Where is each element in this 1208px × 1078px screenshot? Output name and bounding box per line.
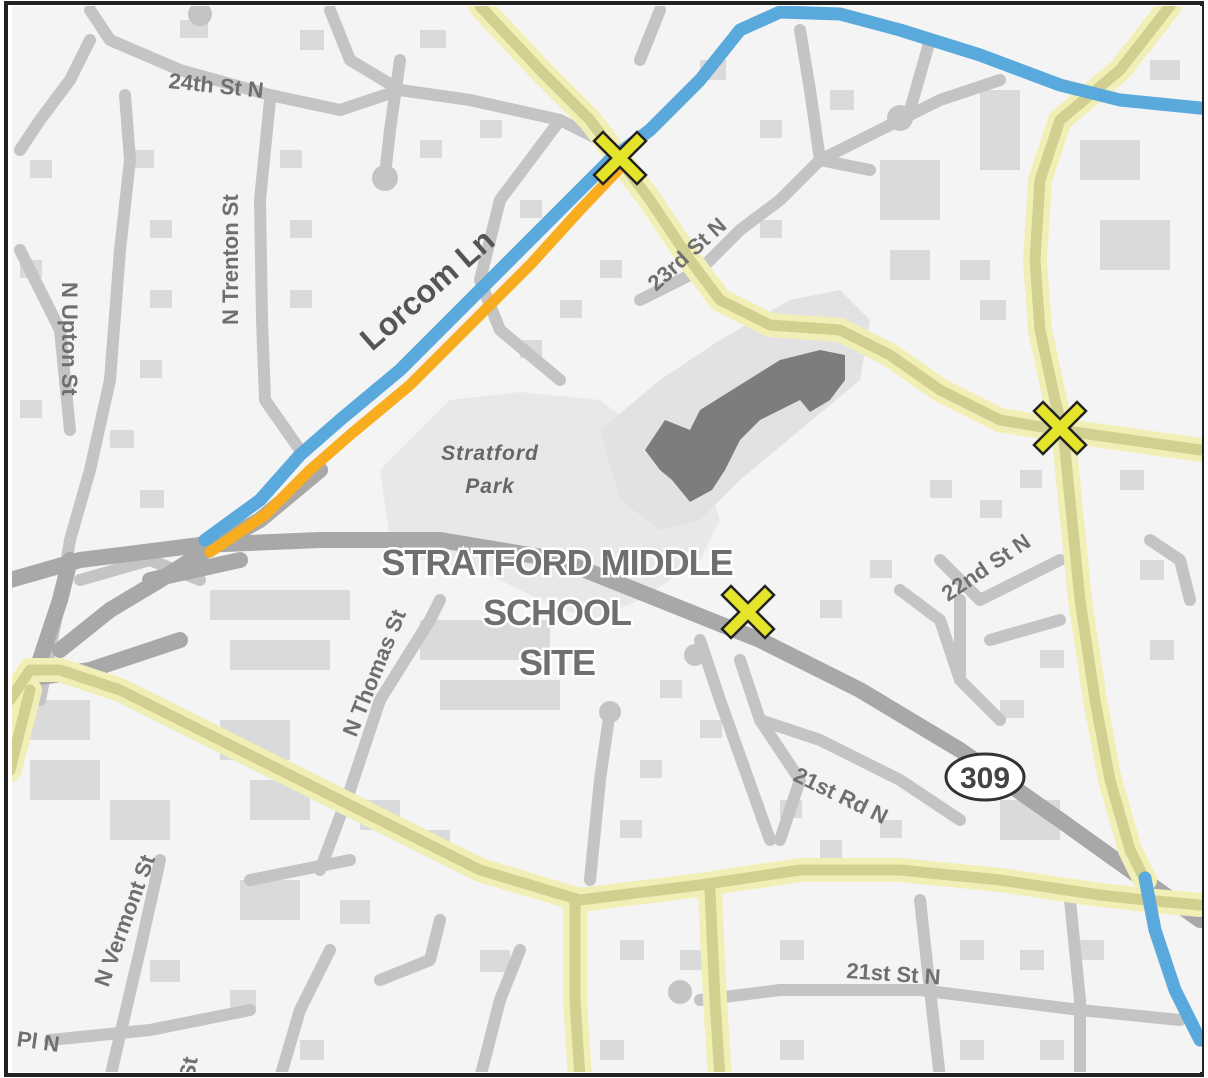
blue-route [198,6,1202,1047]
site-label-line2: SCHOOL [483,592,631,633]
street-label-st-fragment: St [174,1054,203,1078]
cul-de-sacs [188,6,913,1004]
route-shield-309: 309 [944,752,1026,802]
street-label-pl: Pl N [15,1026,61,1057]
park-label-line2: Park [465,475,515,498]
school-building [645,350,845,502]
orange-route [204,164,624,558]
route-shield-number: 309 [960,762,1010,795]
park-label-line1: Stratford [441,442,539,465]
street-label-upton: N Upton St [57,282,82,396]
street-label-trenton: N Trenton St [218,194,243,325]
building-footprints [20,20,1180,1060]
crossing-marker-school [720,584,776,640]
crossing-marker-east [1032,400,1088,456]
site-label-line1: STRATFORD MIDDLE [381,542,732,583]
crossing-marker-lorcom [592,130,648,186]
site-label-line3: SITE [519,642,595,683]
